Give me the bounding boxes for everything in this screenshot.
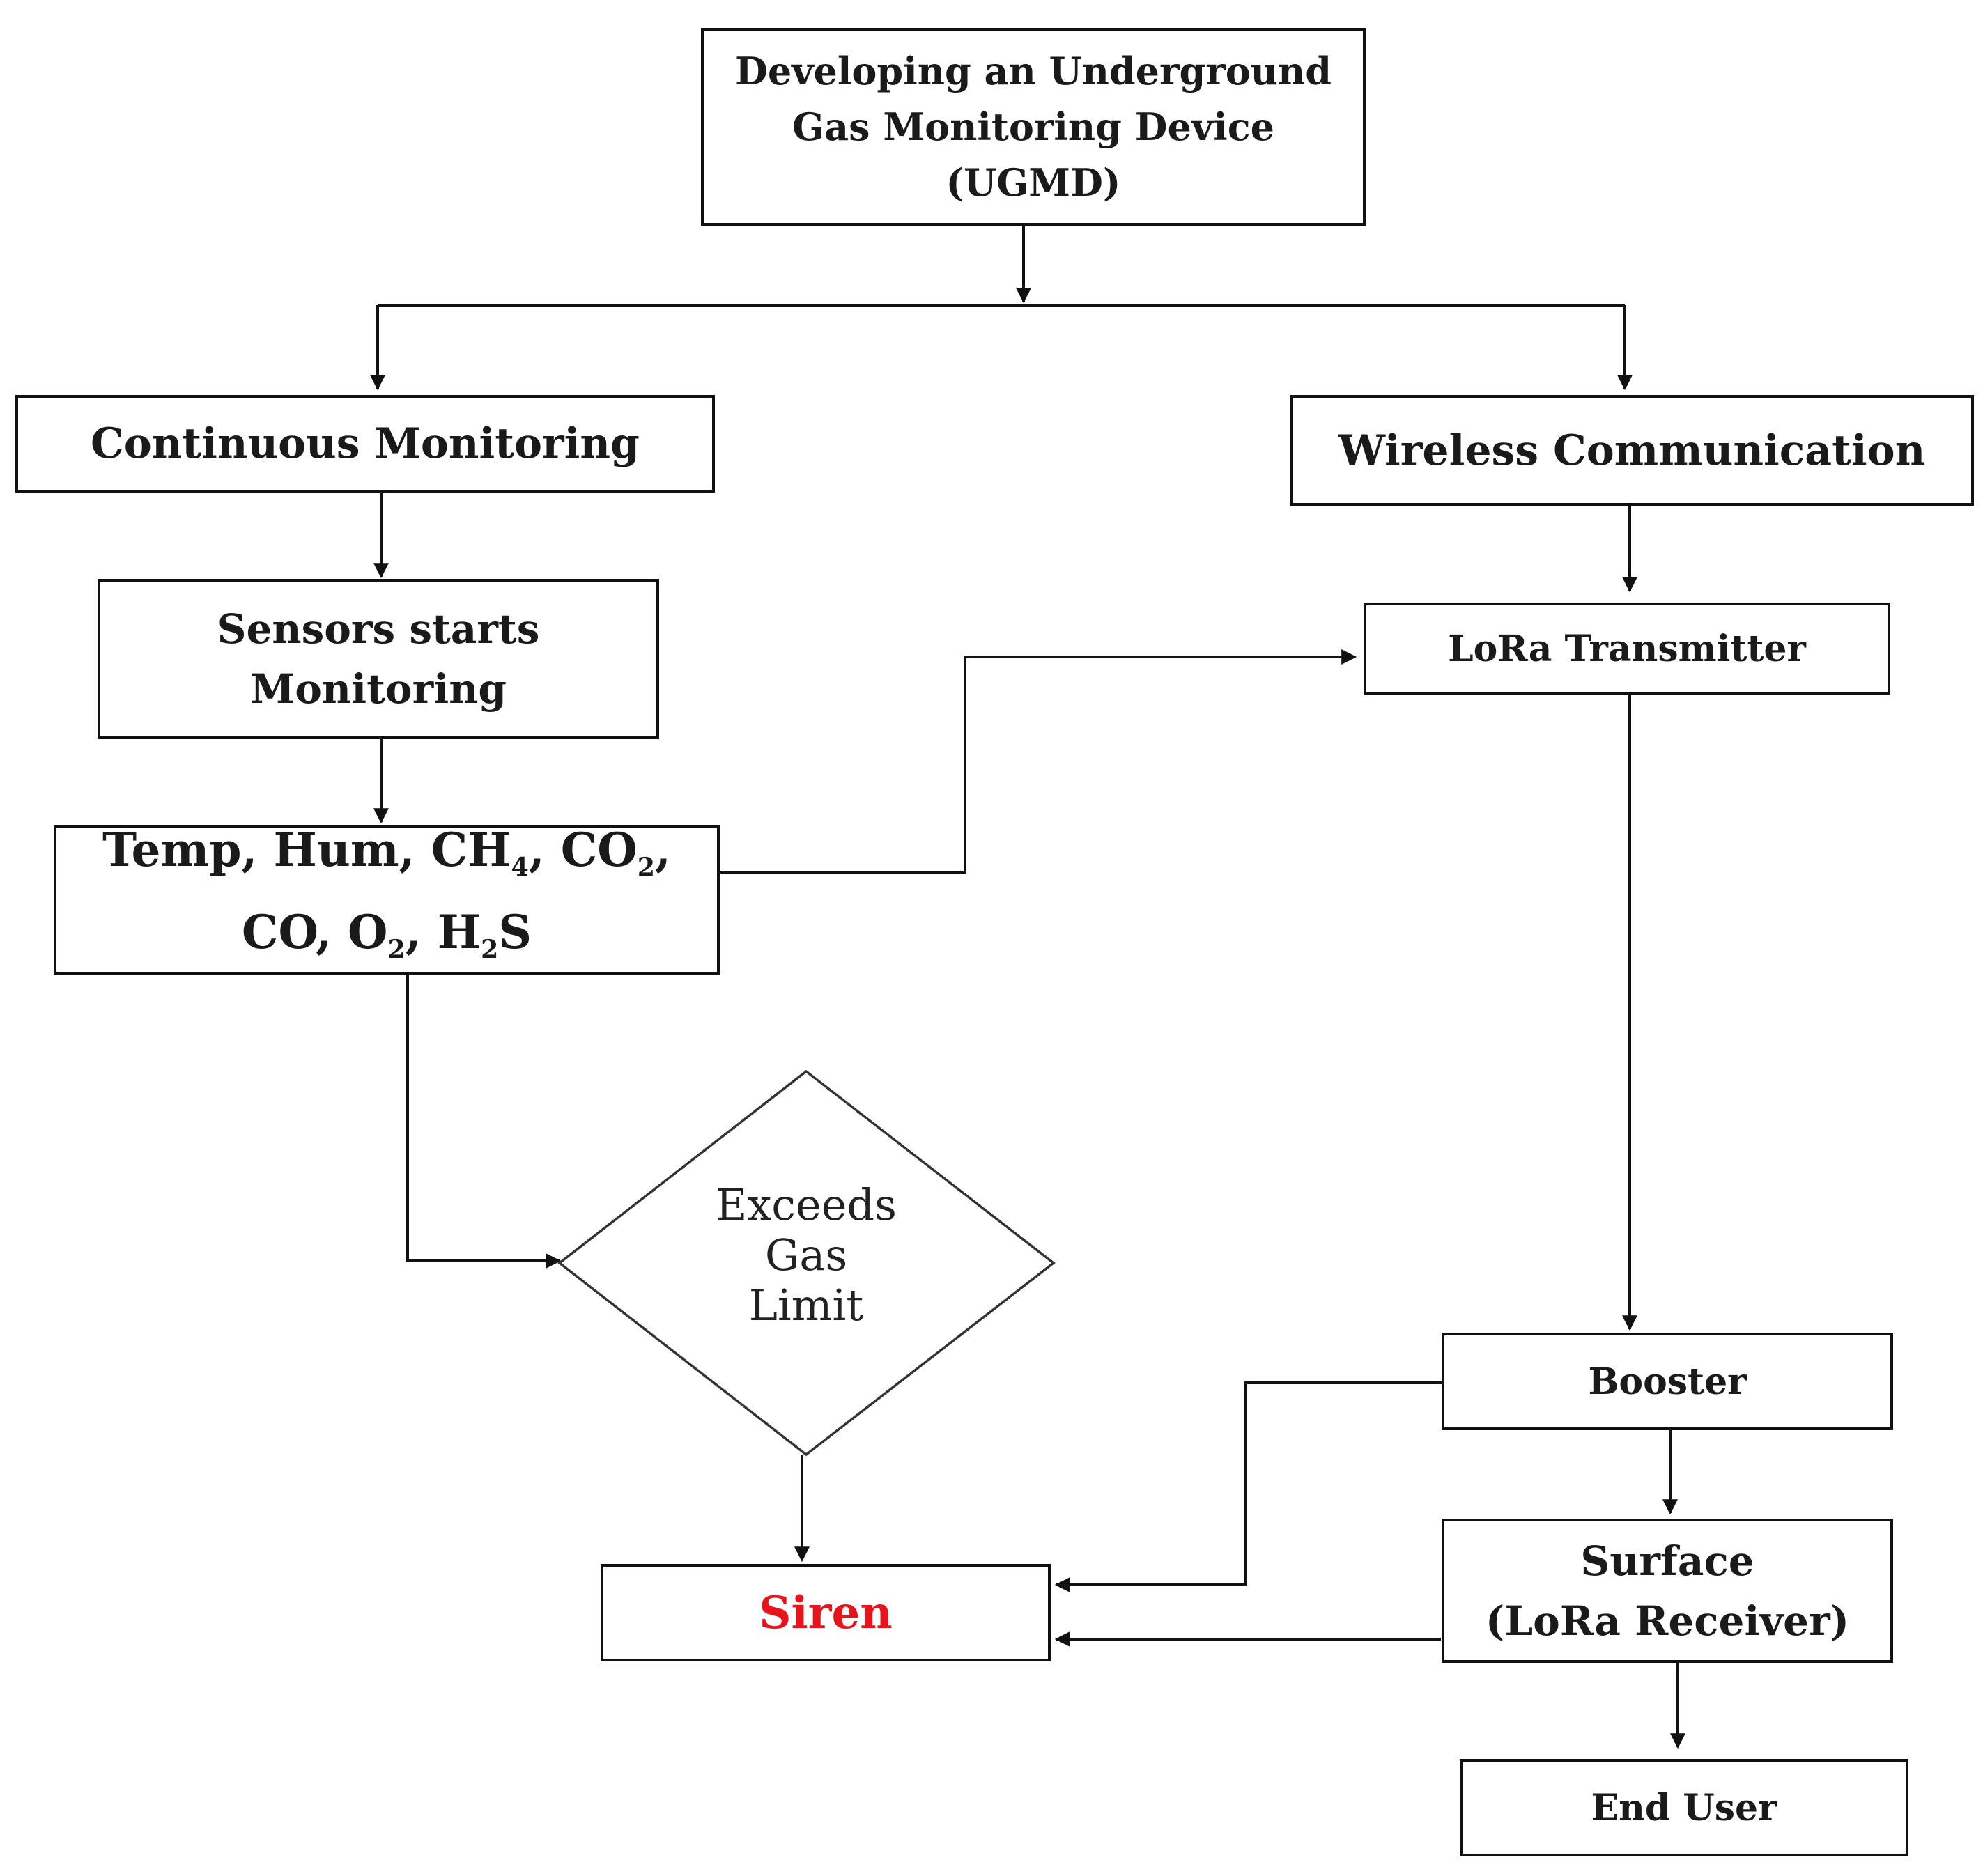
wireless-communication-box: Wireless Communication [1290, 395, 1974, 506]
sensors-label-line-2: Monitoring [250, 665, 507, 713]
gas-readings-co2-suffix: , [655, 823, 671, 878]
decision-label: Exceeds Gas Limit [667, 1180, 946, 1331]
booster-label: Booster [1588, 1360, 1747, 1403]
decision-label-line-3: Limit [748, 1280, 864, 1331]
ugmd-box: Developing an Underground Gas Monitoring… [701, 28, 1366, 226]
decision-label-line-2: Gas [764, 1230, 848, 1280]
gas-readings-co-o: CO, O [241, 904, 388, 959]
surface-box: Surface (LoRa Receiver) [1442, 1519, 1893, 1663]
ugmd-title-line-1: Developing an Underground [734, 49, 1332, 93]
decision-label-line-1: Exceeds [716, 1179, 897, 1230]
lora-transmitter-box: LoRa Transmitter [1364, 603, 1890, 695]
continuous-monitoring-label: Continuous Monitoring [90, 419, 640, 468]
ch4-subscript: 4 [511, 852, 529, 883]
siren-box: Siren [601, 1564, 1051, 1661]
end-user-label: End User [1591, 1786, 1777, 1829]
gas-readings-line-1: Temp, Hum, CH4, CO2, [102, 818, 671, 899]
gas-readings-h2s-suffix: S [498, 904, 532, 959]
o2-subscript: 2 [387, 933, 406, 964]
arrow-booster-to-siren [1054, 1381, 1453, 1592]
sensors-label-line-1: Sensors starts [217, 605, 540, 653]
ugmd-title-line-3: (UGMD) [946, 160, 1121, 205]
continuous-monitoring-box: Continuous Monitoring [15, 395, 715, 493]
gas-readings-co2-prefix: , CO [528, 823, 638, 878]
surface-label-line-2: (LoRa Receiver) [1485, 1597, 1850, 1645]
co2-subscript: 2 [637, 852, 656, 883]
arrow-gases-to-lora-transmitter [720, 649, 1357, 874]
gas-readings-temp-hum-ch: Temp, Hum, CH [102, 823, 511, 878]
gas-readings-box: Temp, Hum, CH4, CO2, CO, O2, H2S [54, 823, 720, 975]
decision-diamond [557, 1069, 1056, 1457]
sensors-box: Sensors starts Monitoring [98, 579, 659, 739]
wireless-communication-label: Wireless Communication [1338, 426, 1926, 475]
gas-readings-h2s-prefix: , H [405, 904, 481, 959]
arrow-gases-to-decision [406, 974, 562, 1269]
surface-label-line-1: Surface [1580, 1537, 1754, 1585]
siren-label: Siren [759, 1586, 893, 1639]
end-user-box: End User [1460, 1759, 1908, 1856]
h2s-subscript: 2 [481, 933, 499, 964]
gas-readings-line-2: CO, O2, H2S [242, 900, 532, 982]
lora-transmitter-label: LoRa Transmitter [1448, 628, 1806, 670]
booster-box: Booster [1442, 1333, 1893, 1430]
ugmd-title-line-2: Gas Monitoring Device [792, 104, 1274, 149]
